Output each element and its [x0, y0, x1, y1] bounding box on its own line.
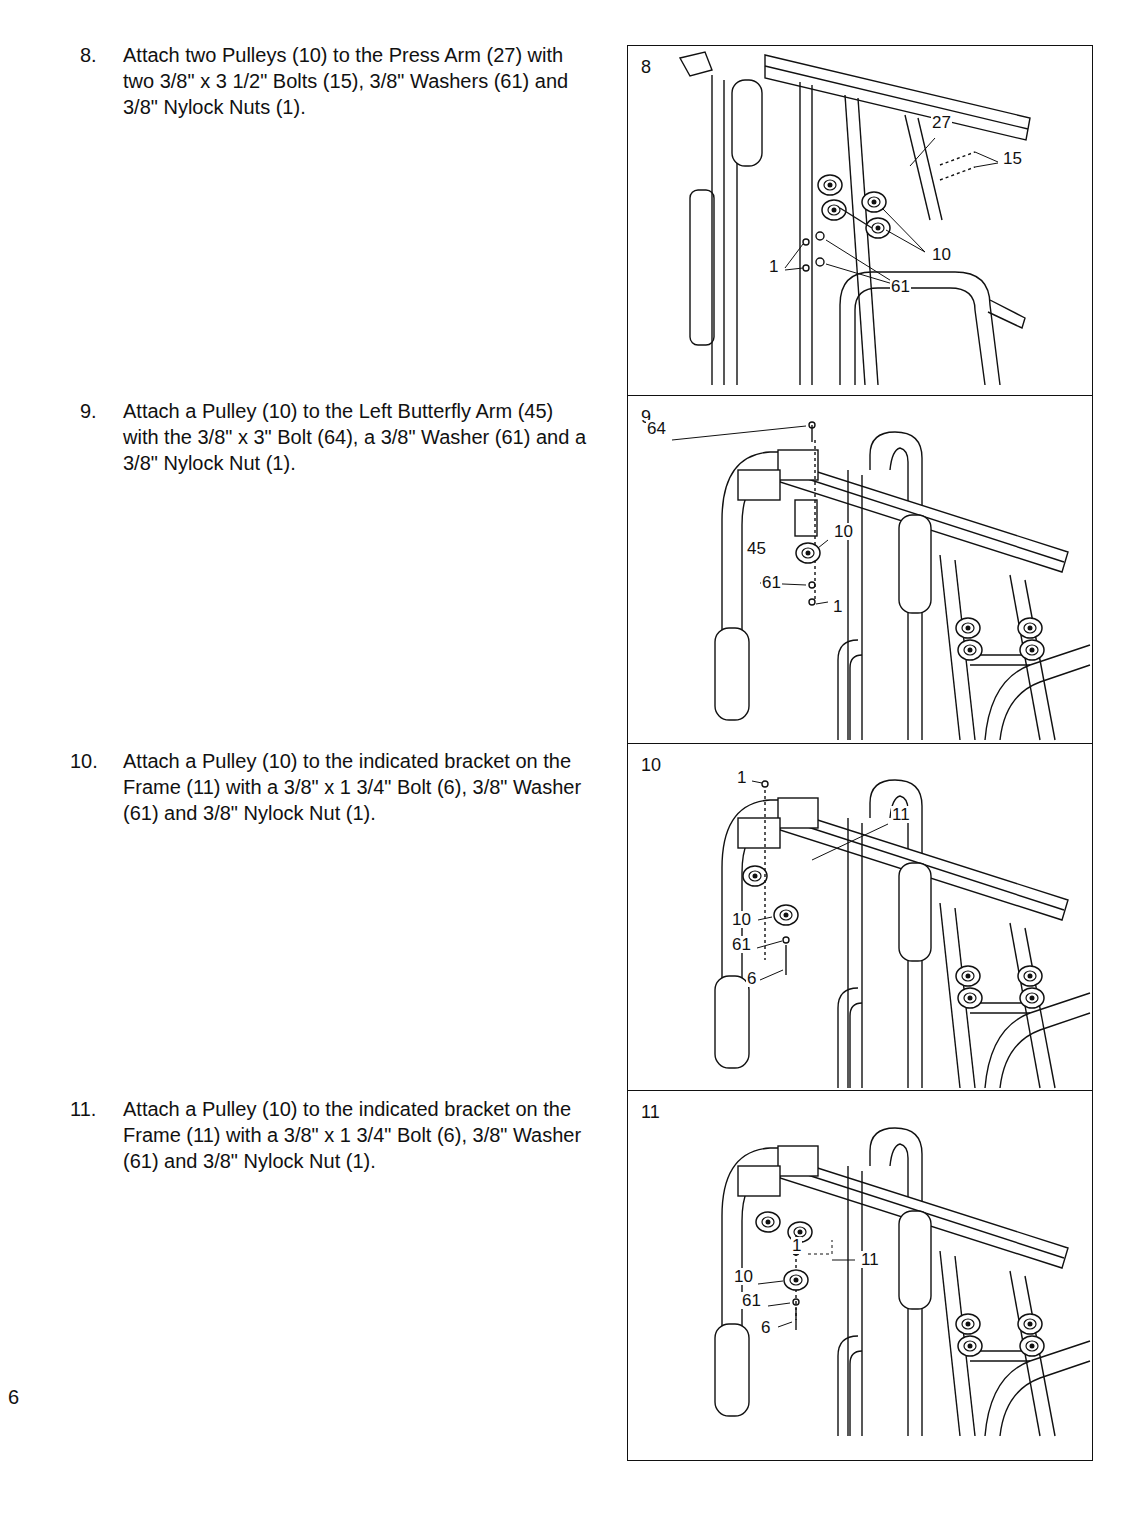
step-number: 11	[641, 1103, 660, 1121]
step-panel: 8 27 15 10 1 61	[627, 45, 1093, 396]
step-instruction: Attach a Pulley (10) to the Left Butterf…	[123, 398, 591, 476]
callout-number: 61	[741, 1292, 762, 1309]
callout-number: 10	[731, 911, 752, 928]
callout-number: 1	[791, 1237, 802, 1254]
page-number: 6	[8, 1384, 19, 1410]
step-number: 10.	[70, 748, 98, 774]
step-panel: 9644510611	[627, 395, 1093, 744]
callout-number: 45	[746, 540, 767, 557]
step-number: 11.	[70, 1096, 96, 1122]
callout-number: 64	[646, 420, 667, 437]
callout-number: 27	[931, 114, 952, 131]
callout-number: 10	[733, 1268, 754, 1285]
step-number: 9.	[80, 398, 97, 424]
callout-number: 61	[890, 278, 911, 295]
callout-number: 1	[768, 258, 779, 275]
callout-number: 1	[736, 769, 747, 786]
callout-number: 6	[746, 970, 757, 987]
step-instruction: Attach a Pulley (10) to the indicated br…	[123, 1096, 591, 1174]
step-instruction: Attach two Pulleys (10) to the Press Arm…	[123, 42, 591, 120]
step-panel: 1011110616	[627, 743, 1093, 1091]
callout-number: 6	[760, 1319, 771, 1336]
callout-number: 10	[833, 523, 854, 540]
callout-number: 11	[860, 1251, 880, 1268]
step-number: 10	[641, 756, 661, 774]
step-panel: 1111110616	[627, 1090, 1093, 1461]
callout-number: 15	[1002, 150, 1023, 167]
callout-number: 11	[891, 806, 911, 823]
callout-number: 1	[832, 598, 843, 615]
callout-number: 10	[931, 246, 952, 263]
step-number: 8.	[80, 42, 97, 68]
callout-number: 61	[731, 936, 752, 953]
callout-number: 61	[761, 574, 782, 591]
step-instruction: Attach a Pulley (10) to the indicated br…	[123, 748, 591, 826]
step-number: 8	[641, 58, 651, 76]
